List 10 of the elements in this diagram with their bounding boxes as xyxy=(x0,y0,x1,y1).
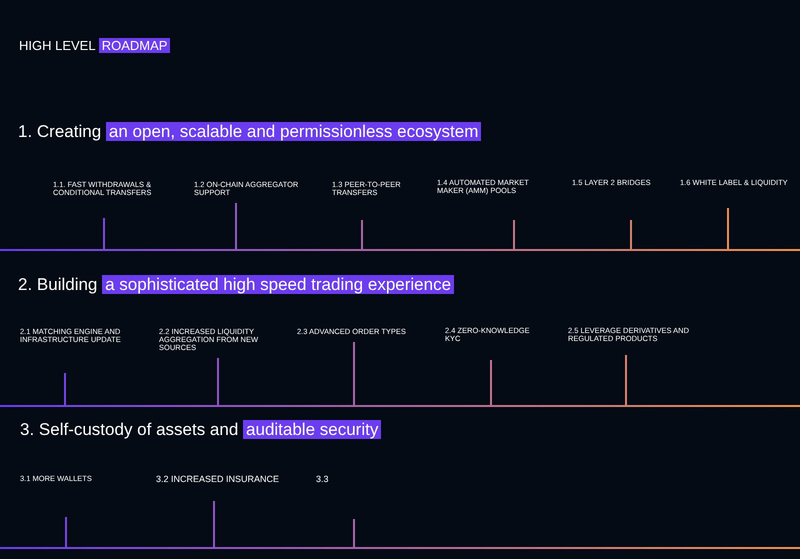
section-heading: 2. Building xyxy=(18,275,98,294)
page-title: HIGH LEVEL xyxy=(19,38,96,53)
highlighted-title: ROADMAP xyxy=(98,38,170,53)
highlighted-heading: an open, scalable and permissionless ecosystem xyxy=(106,122,482,141)
milestone-label: 3.3 xyxy=(316,474,330,484)
section-heading: 1. Creating xyxy=(18,122,102,141)
highlighted-heading: a sophisticated high speed trading experience xyxy=(102,275,454,294)
section-heading: 3. Self-custody of assets and xyxy=(20,420,238,439)
highlighted-heading: auditable security xyxy=(243,420,382,439)
milestone-label: 3.2 INCREASED INSURANCE xyxy=(156,474,280,484)
